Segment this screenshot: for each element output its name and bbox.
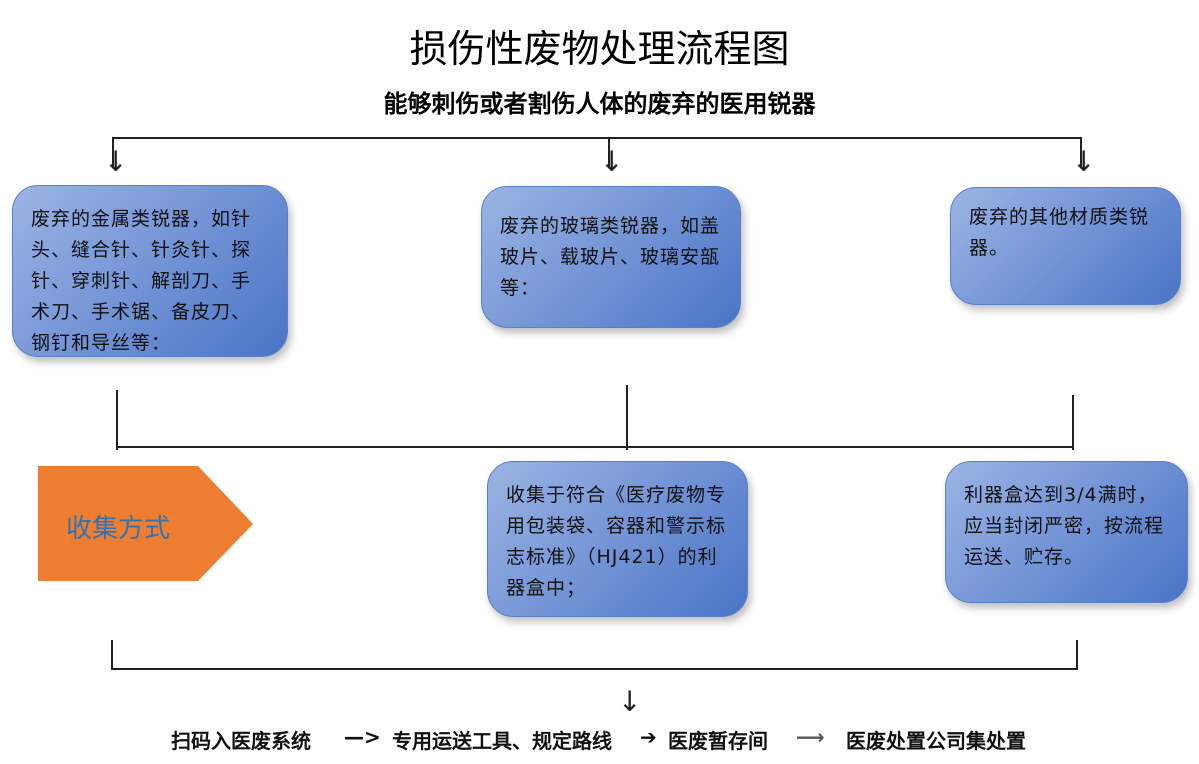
connector-line — [608, 137, 610, 167]
page-title: 损伤性废物处理流程图 — [409, 27, 790, 71]
arrow-down-icon: ↓ — [618, 685, 642, 718]
connector-line — [1080, 137, 1082, 167]
flow-step-scan: 扫码入医废系统 — [171, 729, 311, 753]
flow-step-storage: 医废暂存间 — [668, 729, 768, 753]
arrow-down-icon: ↓ — [600, 145, 624, 178]
flow-arrow-icon: ⟶ — [796, 725, 825, 749]
arrow-down-icon: ↓ — [104, 145, 128, 178]
flow-arrow-icon: —> — [344, 725, 381, 749]
connector-line — [1076, 640, 1078, 669]
connector-line — [1072, 395, 1074, 450]
subtitle: 能够刺伤或者割伤人体的废弃的医用锐器 — [383, 90, 816, 118]
top-connector — [112, 137, 1081, 139]
bottom-connector — [111, 668, 1078, 670]
category-metal-box: 废弃的金属类锐器，如针头、缝合针、针灸针、探针、穿刺针、解剖刀、手术刀、手术锯、… — [12, 185, 288, 357]
flow-step-disposal: 医废处置公司集处置 — [846, 729, 1026, 753]
category-glass-box: 废弃的玻璃类锐器，如盖玻片、载玻片、玻璃安瓿等： — [481, 186, 741, 328]
flow-arrow-icon: ➔ — [640, 725, 657, 749]
connector-line — [626, 385, 628, 450]
collection-seal-box: 利器盒达到3/4满时，应当封闭严密，按流程运送、贮存。 — [945, 461, 1188, 603]
connector-line — [111, 640, 113, 669]
category-other-box: 废弃的其他材质类锐器。 — [950, 187, 1181, 305]
collection-label: 收集方式 — [65, 514, 170, 544]
collection-pentagon — [38, 466, 253, 581]
connector-line — [112, 137, 114, 167]
arrow-down-icon: ↓ — [1072, 145, 1096, 178]
flow-step-transport: 专用运送工具、规定路线 — [392, 729, 612, 753]
collection-container-box: 收集于符合《医疗废物专用包装袋、容器和警示标志标准》（HJ421）的利器盒中； — [487, 461, 748, 617]
middle-connector — [116, 446, 1074, 448]
connector-line — [116, 390, 118, 450]
